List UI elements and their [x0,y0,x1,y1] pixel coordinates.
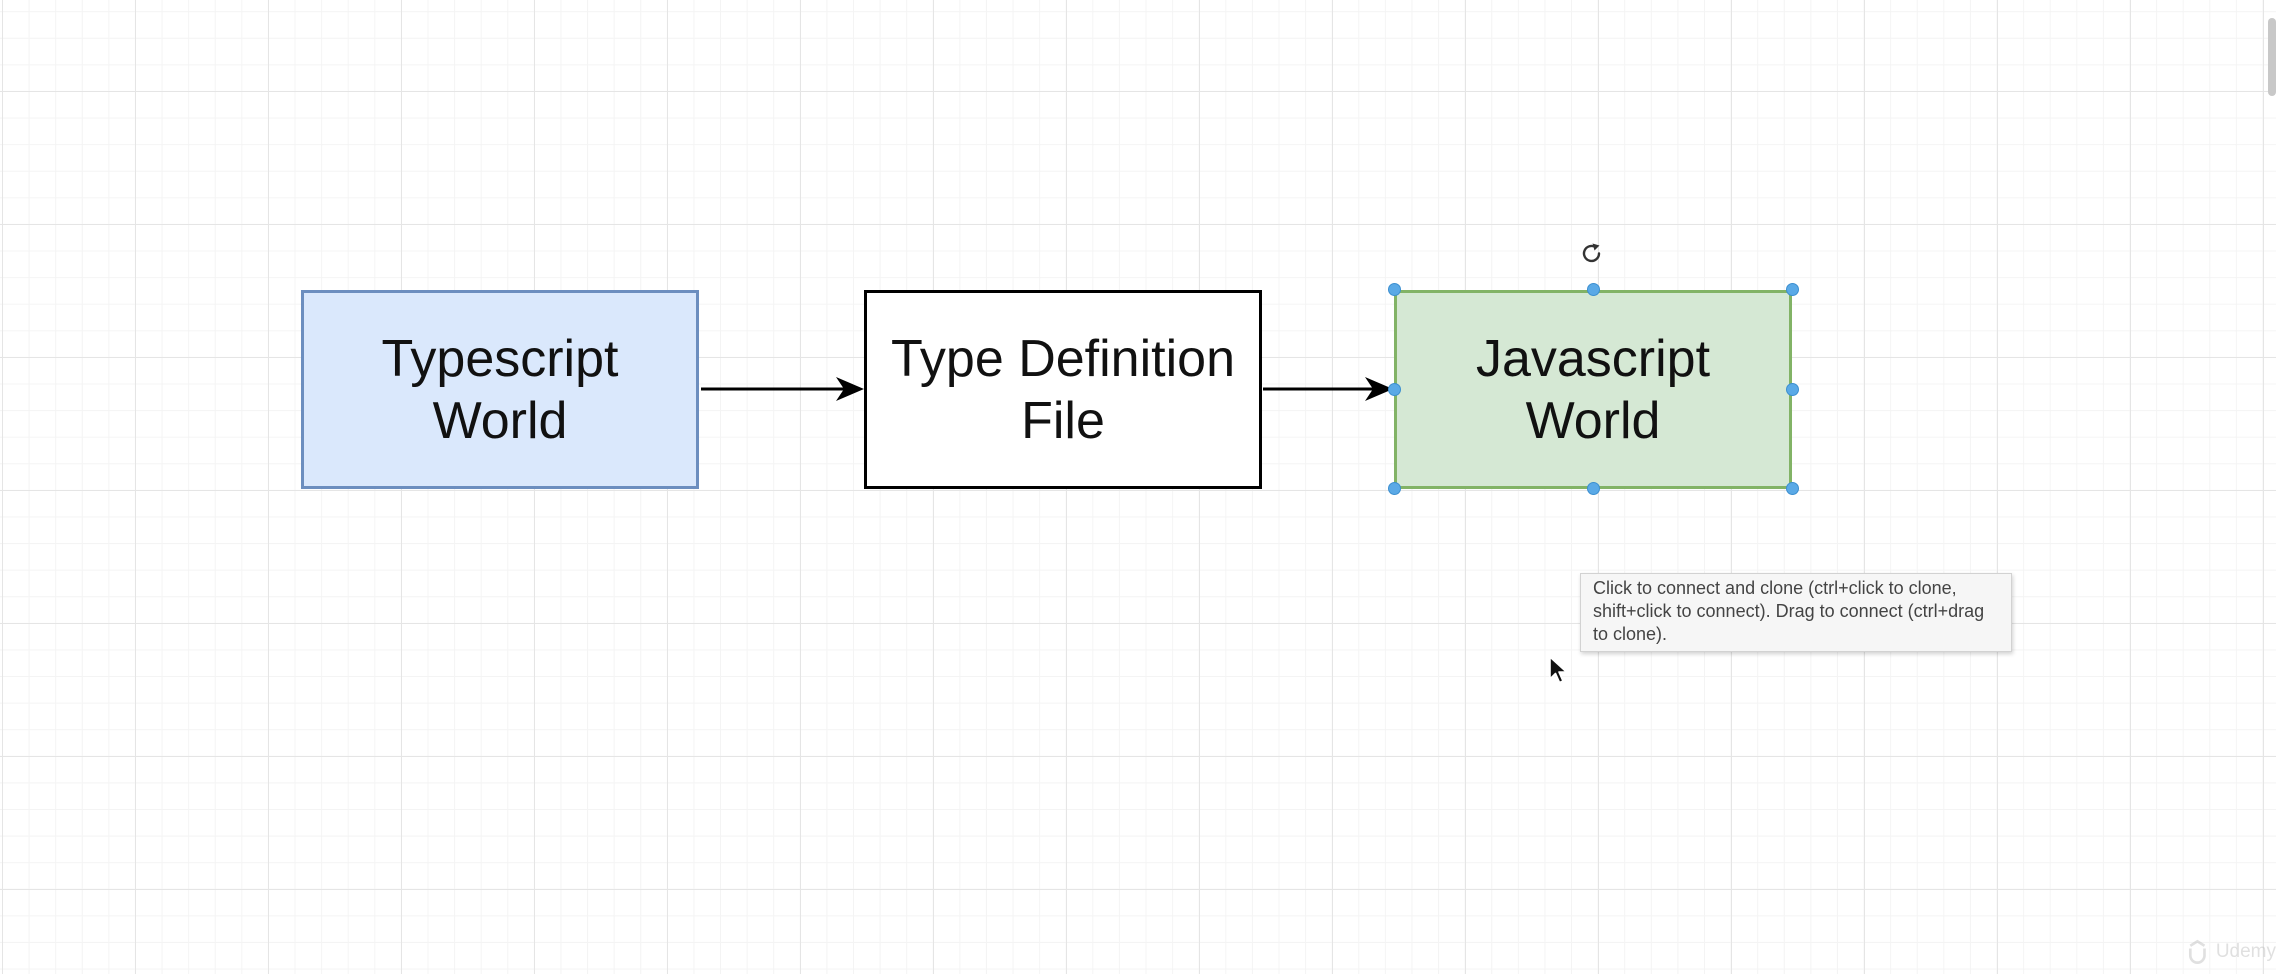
resize-handle-left[interactable] [1388,383,1401,396]
edge-typedefinition-to-javascript[interactable] [1263,377,1393,401]
resize-handle-top-right[interactable] [1786,283,1799,296]
vertical-scrollbar[interactable] [2268,18,2276,96]
node-type-definition-file[interactable]: Type Definition File [864,290,1262,489]
resize-handle-top-left[interactable] [1388,283,1401,296]
resize-handle-top[interactable] [1587,283,1600,296]
node-typescript-world[interactable]: Typescript World [301,290,699,489]
node-javascript-world[interactable]: Javascript World [1394,290,1792,489]
arrowhead-icon [1365,377,1393,401]
rotate-icon[interactable] [1578,240,1605,267]
node-label: Type Definition File [891,329,1235,450]
udemy-logo-icon [2188,939,2206,964]
tooltip: Click to connect and clone (ctrl+click t… [1580,573,2012,652]
mouse-pointer-icon [1549,656,1568,684]
resize-handle-right[interactable] [1786,383,1799,396]
resize-handle-bottom-left[interactable] [1388,482,1401,495]
arrowhead-icon [836,377,864,401]
watermark-text: Udemy [2215,941,2276,962]
watermark: Udemy [2185,936,2276,968]
resize-handle-bottom[interactable] [1587,482,1600,495]
node-label: Javascript World [1475,329,1711,450]
node-label: Typescript World [381,329,619,450]
resize-handle-bottom-right[interactable] [1786,482,1799,495]
edge-typescript-to-typedefinition[interactable] [701,377,864,401]
